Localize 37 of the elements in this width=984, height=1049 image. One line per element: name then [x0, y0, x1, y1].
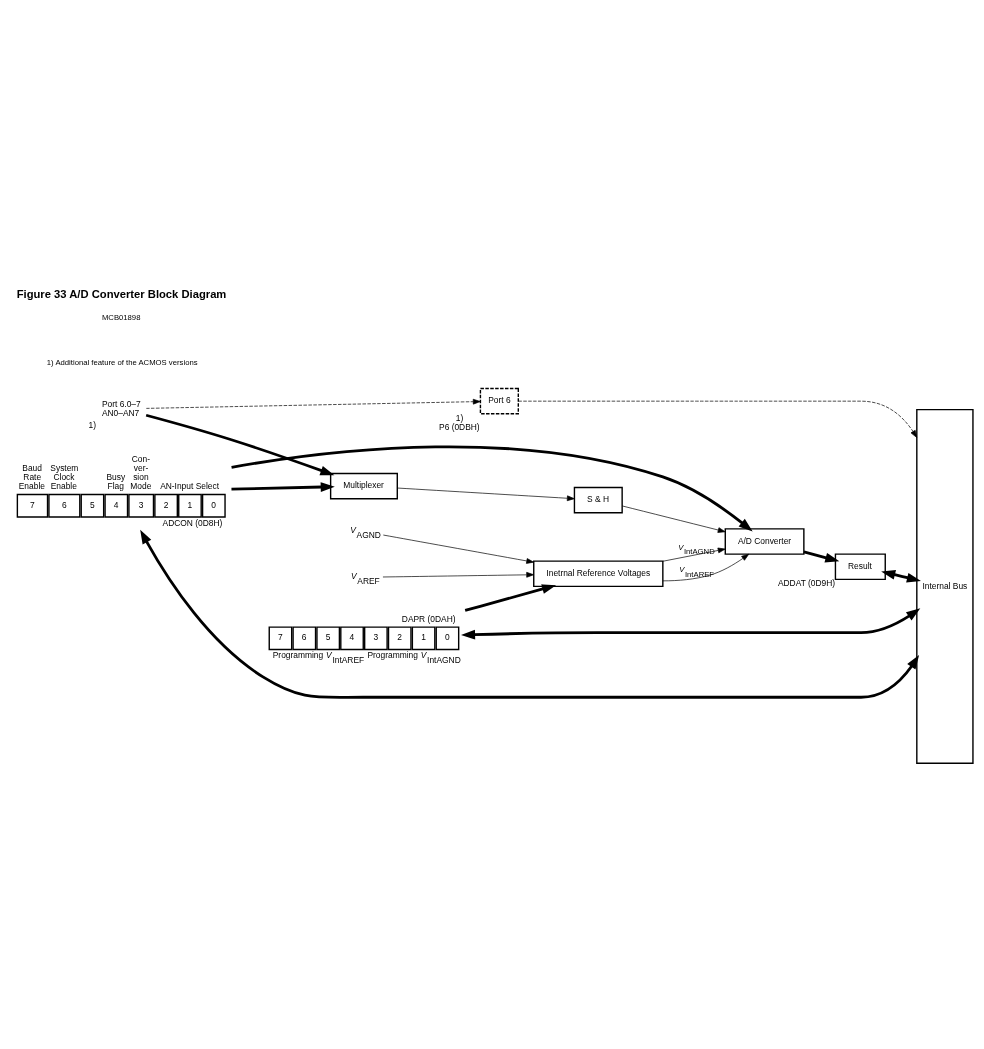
arrow — [382, 571, 535, 578]
arrow — [145, 413, 335, 475]
diagram-title: Figure 33 A/D Converter Block Diagram — [16, 287, 227, 300]
label: MCB01898 — [101, 312, 141, 322]
arrow — [396, 487, 575, 501]
arrow — [803, 550, 840, 562]
node-label: Baud Rate Enable — [18, 462, 45, 491]
node-box: Port 6 — [479, 387, 519, 414]
node-label: AN-Input Select — [160, 480, 220, 491]
node-label: P6 (0DBH) — [439, 421, 480, 432]
node-label: System Clock Enable — [50, 462, 79, 491]
arrow — [382, 534, 535, 564]
node-box: Internal Bus — [916, 408, 974, 764]
node-box: S & H — [573, 486, 623, 513]
arrow — [621, 505, 726, 533]
node-label: 1) — [455, 412, 464, 423]
node-label: 1) — [88, 419, 97, 430]
node-label: DAPR (0DAH) — [401, 613, 456, 624]
node-text: Port 6.0–7 AN0–AN7 — [101, 398, 141, 418]
arrow — [140, 529, 920, 699]
node-box: Result — [834, 552, 886, 580]
node-box: Multiplexer — [329, 472, 398, 499]
arrow — [146, 398, 481, 409]
arrow — [464, 583, 557, 612]
node-box: A/D Converter — [724, 527, 805, 555]
node-label: Con- ver- sion Mode — [130, 453, 152, 491]
arrow — [461, 607, 921, 639]
node-box: Inetrnal Reference Voltages — [533, 559, 664, 587]
node-label: Busy Flag — [106, 471, 126, 491]
arrow — [662, 553, 750, 581]
arrow — [231, 481, 335, 492]
arrow — [518, 400, 918, 438]
arrow — [231, 444, 753, 531]
node-label: ADCON (0D8H) — [162, 517, 223, 528]
node-label: ADDAT (0D9H) — [777, 577, 836, 588]
label: 1) Additional feature of the ACMOS versions — [46, 357, 198, 367]
arrow — [662, 547, 726, 562]
